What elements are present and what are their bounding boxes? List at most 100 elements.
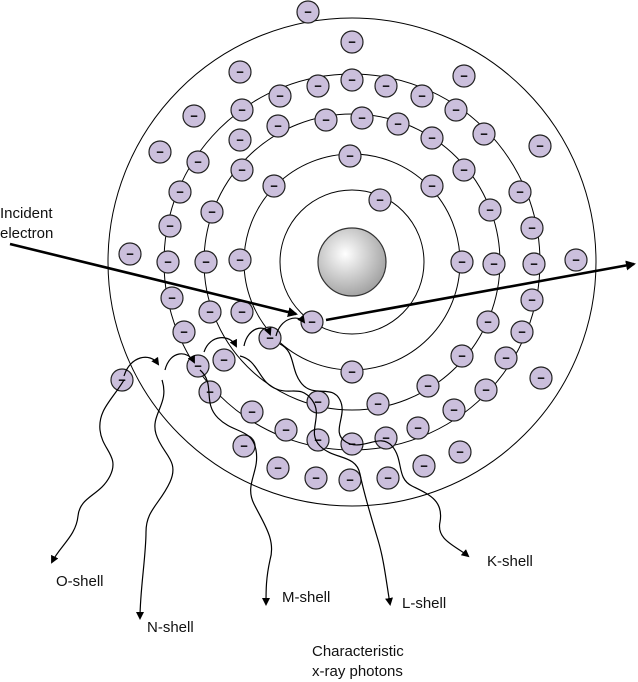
electron-charge: −	[274, 461, 282, 476]
electron-charge: −	[420, 459, 428, 474]
electron-body	[452, 158, 476, 182]
electron-charge: −	[418, 89, 426, 104]
electron-charge: −	[458, 349, 466, 364]
electron: −	[240, 400, 264, 424]
electron-body	[478, 198, 502, 222]
electron: −	[340, 68, 364, 92]
electron: −	[200, 200, 224, 224]
cascade-arrow-n-to-m	[164, 353, 195, 371]
electron-body	[452, 64, 476, 88]
electron-body	[148, 140, 172, 164]
electron: −	[194, 250, 218, 274]
electron-body	[529, 366, 553, 390]
electron-body	[474, 378, 498, 402]
electron-charge: −	[374, 397, 382, 412]
electron-body	[520, 216, 544, 240]
electron-charge: −	[394, 117, 402, 132]
electron-charge: −	[176, 185, 184, 200]
electron-charge: −	[528, 293, 536, 308]
electron-body	[376, 466, 400, 490]
electron-charge: −	[274, 119, 282, 134]
electron: −	[296, 0, 320, 24]
electron: −	[494, 346, 518, 370]
electron-charge: −	[220, 353, 228, 368]
electron-charge: −	[450, 403, 458, 418]
electron: −	[510, 320, 534, 344]
electron-charge: −	[480, 127, 488, 142]
electron-body	[118, 242, 142, 266]
electron: −	[168, 180, 192, 204]
electron-charge: −	[572, 253, 580, 268]
electron: −	[522, 252, 546, 276]
electron-charge: −	[458, 255, 466, 270]
electron: −	[444, 98, 468, 122]
electron: −	[266, 114, 290, 138]
photon-o-shell	[51, 379, 125, 564]
electron: −	[420, 126, 444, 150]
electron-charge: −	[382, 79, 390, 94]
electron-charge: −	[194, 155, 202, 170]
electron-body	[510, 320, 534, 344]
electron: −	[340, 360, 364, 384]
electron-body	[340, 68, 364, 92]
electron-body	[374, 74, 398, 98]
electron: −	[266, 456, 290, 480]
electron-body	[368, 188, 392, 212]
electrons: −−−−−−−−−−−−−−−−−−−−−−−−−−−−−−−−−−−−−−−−…	[110, 0, 588, 492]
photon-m-shell	[199, 369, 273, 606]
electron-charge: −	[428, 179, 436, 194]
electron-charge: −	[238, 305, 246, 320]
electron-charge: −	[348, 365, 356, 380]
electron: −	[304, 466, 328, 490]
electron-body	[160, 286, 184, 310]
electron: −	[520, 216, 544, 240]
electron-body	[156, 250, 180, 274]
electron-charge: −	[452, 103, 460, 118]
electron: −	[268, 84, 292, 108]
electron: −	[420, 174, 444, 198]
electron-charge: −	[536, 139, 544, 154]
electron-body	[168, 180, 192, 204]
electron-body	[340, 30, 364, 54]
electron-body	[194, 250, 218, 274]
electron-body	[158, 214, 182, 238]
electron: −	[262, 174, 286, 198]
electron-charge: −	[312, 471, 320, 486]
electron: −	[198, 300, 222, 324]
electron: −	[410, 84, 434, 108]
electron: −	[274, 418, 298, 442]
electron-charge: −	[202, 255, 210, 270]
electron-charge: −	[384, 471, 392, 486]
electron: −	[508, 180, 532, 204]
electron-charge: −	[308, 315, 316, 330]
electron-charge: −	[382, 431, 390, 446]
electron-body	[262, 174, 286, 198]
electron: −	[452, 158, 476, 182]
electron: −	[232, 434, 256, 458]
photon-l-shell	[239, 355, 393, 606]
electron-charge: −	[194, 359, 202, 374]
incident-label-line1: Incident	[0, 205, 53, 222]
o-shell-label: O-shell	[56, 573, 104, 590]
electron: −	[478, 198, 502, 222]
electron-body	[450, 344, 474, 368]
scattered-electron-arrow	[325, 260, 636, 322]
electron-charge: −	[486, 203, 494, 218]
electron-body	[200, 200, 224, 224]
electron-body	[410, 84, 434, 108]
electron-body	[314, 108, 338, 132]
electron-charge: −	[414, 421, 422, 436]
electron-body	[366, 392, 390, 416]
electron-body	[338, 144, 362, 168]
electron: −	[228, 60, 252, 84]
electron-body	[266, 456, 290, 480]
electron-body	[494, 346, 518, 370]
electron-charge: −	[236, 133, 244, 148]
electron: −	[212, 348, 236, 372]
electron-charge: −	[206, 305, 214, 320]
electron-body	[386, 112, 410, 136]
electron-charge: −	[266, 331, 274, 346]
electron: −	[406, 416, 430, 440]
incident-label-line2: electron	[0, 225, 53, 242]
